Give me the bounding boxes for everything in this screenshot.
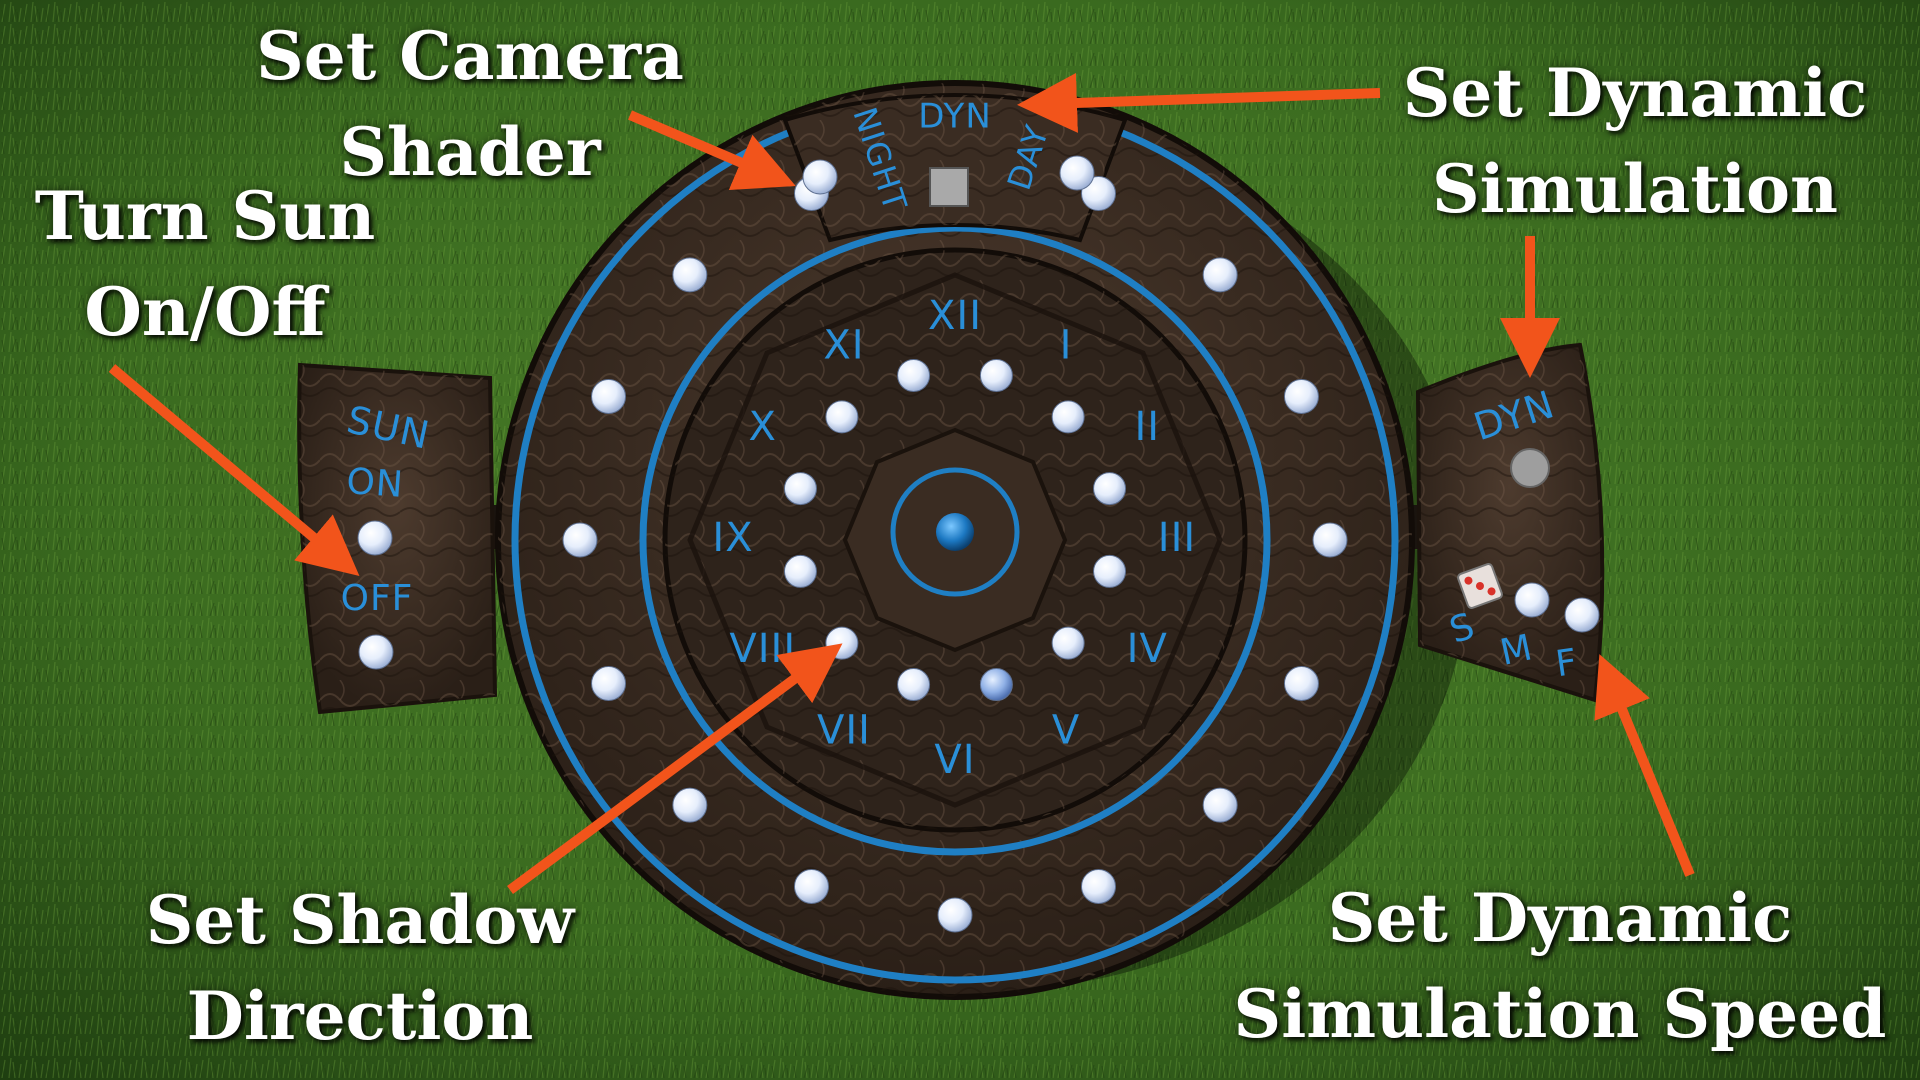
shader-day-ball[interactable] bbox=[1059, 155, 1095, 191]
outer-ring-ball-13[interactable] bbox=[591, 378, 627, 414]
main-disc bbox=[495, 80, 1415, 1000]
callout-sun-line-2: On/Off bbox=[84, 273, 326, 351]
inner-blue-ring bbox=[639, 224, 1271, 856]
shadow-direction-ball-1[interactable] bbox=[979, 358, 1013, 392]
sun-off-ball[interactable] bbox=[358, 634, 394, 670]
outer-ring-ball-7[interactable] bbox=[1081, 868, 1117, 904]
callout-camera-shader: Set Camera Shader bbox=[235, 8, 705, 200]
shadow-direction-ball-7[interactable] bbox=[897, 668, 931, 702]
annotation-arrows bbox=[108, 72, 1695, 895]
callout-dyn-line-2: Simulation bbox=[1432, 150, 1838, 228]
clock-numeral-12: XII bbox=[928, 293, 982, 339]
outer-ring-ball-4[interactable] bbox=[1312, 522, 1348, 558]
shadow-direction-ball-11[interactable] bbox=[825, 400, 859, 434]
outer-ring-ball-11[interactable] bbox=[591, 666, 627, 702]
callout-dyn-line-1: Set Dynamic bbox=[1402, 54, 1868, 132]
shadow-direction-ball-10[interactable] bbox=[783, 472, 817, 506]
shadow-direction-ball-5[interactable] bbox=[1051, 626, 1085, 660]
callout-shadow-line-1: Set Shadow bbox=[145, 881, 575, 959]
outer-ring-ball-14[interactable] bbox=[672, 257, 708, 293]
dice-pip-1 bbox=[1464, 576, 1473, 585]
square-selector-icon[interactable] bbox=[929, 167, 969, 207]
dyn-speed-panel bbox=[1415, 342, 1605, 703]
clock-numeral-6: VI bbox=[934, 737, 975, 783]
outer-ring-ball-1[interactable] bbox=[1081, 176, 1117, 212]
shadow-direction-ball-9[interactable] bbox=[783, 554, 817, 588]
callout-speed-line-2: Simulation Speed bbox=[1233, 975, 1887, 1053]
outer-ring-ball-2[interactable] bbox=[1202, 257, 1238, 293]
shader-night-ball[interactable] bbox=[802, 159, 838, 195]
shader-dyn-label: DYN bbox=[918, 97, 992, 137]
arrow-dynamic-sim bbox=[1017, 72, 1381, 133]
arrow-sun bbox=[108, 364, 360, 577]
callout-sun-line-1: Turn Sun bbox=[34, 177, 376, 255]
callout-shadow-direction: Set Shadow Direction bbox=[110, 872, 610, 1064]
outer-ring-ball-6[interactable] bbox=[1202, 787, 1238, 823]
clock-numeral-3: III bbox=[1158, 515, 1196, 561]
sun-off-label: OFF bbox=[341, 578, 414, 619]
speed-fast-ball[interactable] bbox=[1564, 597, 1600, 633]
callout-dynamic-speed: Set Dynamic Simulation Speed bbox=[1200, 870, 1920, 1062]
outer-ring-ball-9[interactable] bbox=[793, 868, 829, 904]
callout-camera-line-2: Shader bbox=[339, 113, 601, 191]
shadow-direction-ball-4[interactable] bbox=[1093, 554, 1127, 588]
callout-sun-toggle: Turn Sun On/Off bbox=[0, 168, 410, 360]
arrow-camera-shader bbox=[628, 110, 796, 190]
earth-orb-icon[interactable] bbox=[936, 513, 974, 551]
dice-pip-3 bbox=[1476, 582, 1484, 590]
clock-numeral-7: VII bbox=[817, 707, 871, 753]
clock-numeral-1: I bbox=[1060, 323, 1073, 369]
clock-numeral-8: VIII bbox=[729, 626, 796, 672]
sun-panel bbox=[297, 362, 498, 715]
center-ring bbox=[890, 467, 1020, 597]
clock-numeral-5: V bbox=[1052, 707, 1080, 753]
clock-numeral-11: XI bbox=[823, 323, 864, 369]
sun-on-label: ON bbox=[345, 461, 405, 506]
callout-shadow-line-2: Direction bbox=[186, 977, 534, 1055]
outer-ring-ball-8[interactable] bbox=[937, 897, 973, 933]
dice-pip-2 bbox=[1487, 587, 1496, 596]
callout-camera-line-1: Set Camera bbox=[256, 17, 684, 95]
outer-ring-ball-12[interactable] bbox=[562, 522, 598, 558]
shadow-direction-ball-12[interactable] bbox=[897, 358, 931, 392]
outer-ring-ball-3[interactable] bbox=[1283, 378, 1319, 414]
outer-ring-ball-10[interactable] bbox=[672, 787, 708, 823]
arrow-shadow bbox=[507, 643, 843, 895]
shadow-direction-ball-3[interactable] bbox=[1093, 472, 1127, 506]
clock-numeral-9: IX bbox=[712, 515, 753, 561]
shadow-direction-ball-2[interactable] bbox=[1051, 400, 1085, 434]
shadow-direction-ball-6[interactable] bbox=[979, 668, 1013, 702]
shadow-direction-ball-8[interactable] bbox=[825, 626, 859, 660]
clock-numeral-10: X bbox=[749, 404, 777, 450]
round-toggle-icon[interactable] bbox=[1510, 448, 1550, 488]
callout-speed-line-1: Set Dynamic bbox=[1327, 879, 1793, 957]
sun-on-ball[interactable] bbox=[357, 520, 393, 556]
arrow-speed bbox=[1594, 654, 1695, 877]
clock-numeral-2: II bbox=[1134, 404, 1160, 450]
clock-numeral-4: IV bbox=[1127, 626, 1168, 672]
speed-medium-ball[interactable] bbox=[1514, 582, 1550, 618]
callout-dynamic-simulation: Set Dynamic Simulation bbox=[1355, 45, 1915, 237]
outer-ring-ball-5[interactable] bbox=[1283, 666, 1319, 702]
